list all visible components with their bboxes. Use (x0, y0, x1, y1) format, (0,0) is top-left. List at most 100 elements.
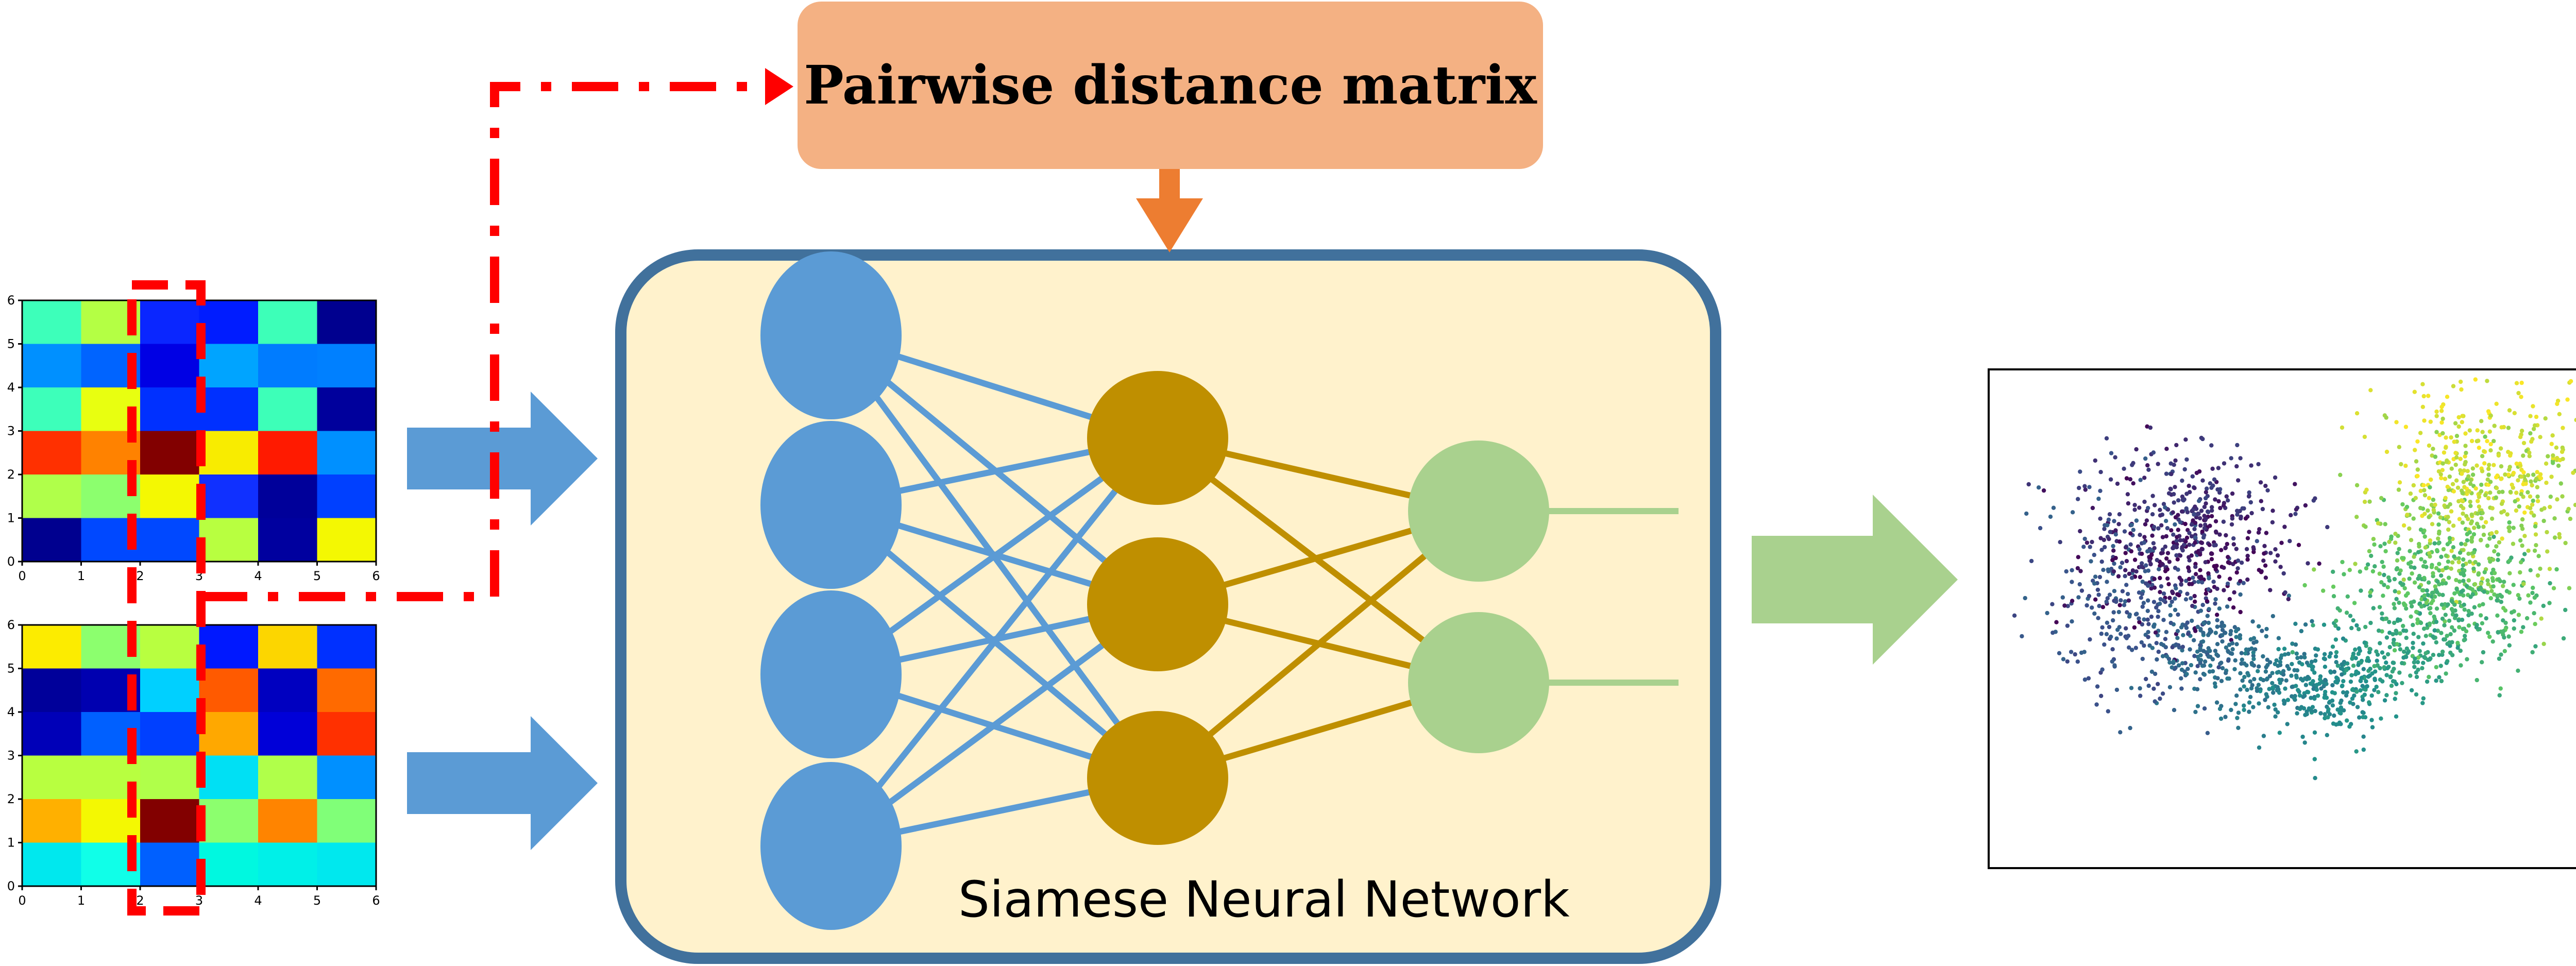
scatter-point (2166, 582, 2171, 587)
scatter-point (2117, 512, 2122, 517)
scatter-point (2116, 522, 2121, 527)
heatmap-cell (22, 344, 82, 388)
scatter-point (2106, 517, 2111, 522)
scatter-point (2531, 427, 2536, 431)
scatter-point (2222, 461, 2227, 466)
scatter-point (2138, 693, 2143, 698)
scatter-point (2370, 725, 2375, 730)
x-tick-label: 5 (313, 893, 321, 908)
scatter-point (2538, 472, 2543, 477)
scatter-point (2146, 505, 2150, 511)
scatter-point (2356, 663, 2361, 667)
scatter-point (2434, 679, 2438, 683)
scatter-point (2299, 705, 2304, 709)
y-tick-label: 1 (7, 511, 15, 526)
scatter-point (2360, 684, 2365, 688)
scatter-point (2189, 522, 2194, 527)
scatter-point (2263, 575, 2268, 580)
scatter-point (2383, 549, 2388, 554)
scatter-point (2187, 543, 2192, 547)
heatmap-cell (258, 474, 318, 519)
scatter-point (2192, 512, 2196, 517)
scatter-point (2554, 445, 2559, 450)
scatter-point (2487, 429, 2492, 434)
scatter-point (2526, 490, 2530, 495)
scatter-point (2224, 671, 2228, 675)
scatter-point (2527, 454, 2532, 459)
scatter-point (2410, 571, 2414, 576)
scatter-point (2331, 569, 2335, 574)
scatter-point (2105, 523, 2110, 528)
scatter-point (2441, 461, 2445, 466)
scatter-point (2170, 599, 2174, 604)
scatter-point (2338, 701, 2343, 705)
scatter-point (2146, 683, 2151, 688)
scatter-point (2453, 421, 2458, 426)
scatter-point (2275, 553, 2280, 558)
scatter-point (2185, 667, 2190, 671)
scatter-point (2120, 561, 2125, 565)
scatter-point (2239, 561, 2244, 565)
scatter-point (2451, 384, 2456, 388)
scatter-point (2331, 584, 2336, 589)
scatter-point (2348, 679, 2353, 684)
scatter-point (2313, 708, 2317, 714)
scatter-point (2182, 467, 2187, 472)
scatter-frame (1988, 368, 2576, 869)
scatter-point (2461, 557, 2466, 562)
y-tick-label: 6 (7, 293, 15, 308)
scatter-point (2482, 570, 2487, 574)
scatter-point (2092, 611, 2097, 616)
scatter-point (2342, 572, 2346, 577)
scatter-point (2533, 622, 2537, 626)
scatter-point (2417, 541, 2421, 547)
scatter-point (2264, 531, 2269, 535)
scatter-point (2530, 650, 2535, 655)
scatter-point (2165, 526, 2170, 531)
scatter-point (2365, 684, 2369, 689)
scatter-point (2331, 594, 2336, 599)
scatter-point (2173, 607, 2178, 613)
scatter-point (2262, 551, 2266, 556)
scatter-point (2238, 609, 2243, 615)
heatmap-cell (199, 625, 259, 669)
scatter-point (2286, 651, 2291, 656)
scatter-point (2499, 600, 2503, 604)
scatter-point (2212, 477, 2217, 482)
scatter-point (2480, 454, 2485, 459)
scatter-point (2206, 587, 2211, 592)
scatter-point (2450, 560, 2455, 565)
scatter-point (2483, 520, 2488, 524)
scatter-point (2521, 453, 2526, 458)
scatter-point (2477, 504, 2481, 509)
scatter-point (2208, 649, 2212, 653)
scatter-point (2167, 596, 2172, 600)
scatter-point (2532, 423, 2537, 428)
scatter-point (2321, 588, 2326, 593)
scatter-point (2440, 581, 2445, 586)
scatter-point (2323, 677, 2328, 683)
scatter-point (2168, 613, 2173, 618)
scatter-point (2095, 684, 2100, 689)
scatter-point (2428, 538, 2433, 543)
scatter-point (2415, 617, 2420, 622)
scatter-point (2380, 560, 2384, 565)
scatter-point (2358, 569, 2362, 574)
scatter-point (2423, 655, 2428, 660)
scatter-point (2425, 679, 2430, 684)
scatter-point (2382, 698, 2387, 703)
scatter-point (2176, 612, 2180, 617)
scatter-point (2351, 664, 2356, 668)
scatter-point (2433, 502, 2437, 507)
scatter-point (2108, 530, 2112, 534)
scatter-point (2439, 602, 2444, 607)
scatter-point (2219, 620, 2224, 625)
scatter-point (2550, 433, 2555, 438)
scatter-point (2420, 701, 2425, 705)
scatter-point (2232, 667, 2237, 672)
scatter-point (2286, 597, 2291, 602)
scatter-point (2183, 437, 2188, 442)
scatter-point (2409, 560, 2413, 565)
scatter-point (2372, 664, 2377, 669)
